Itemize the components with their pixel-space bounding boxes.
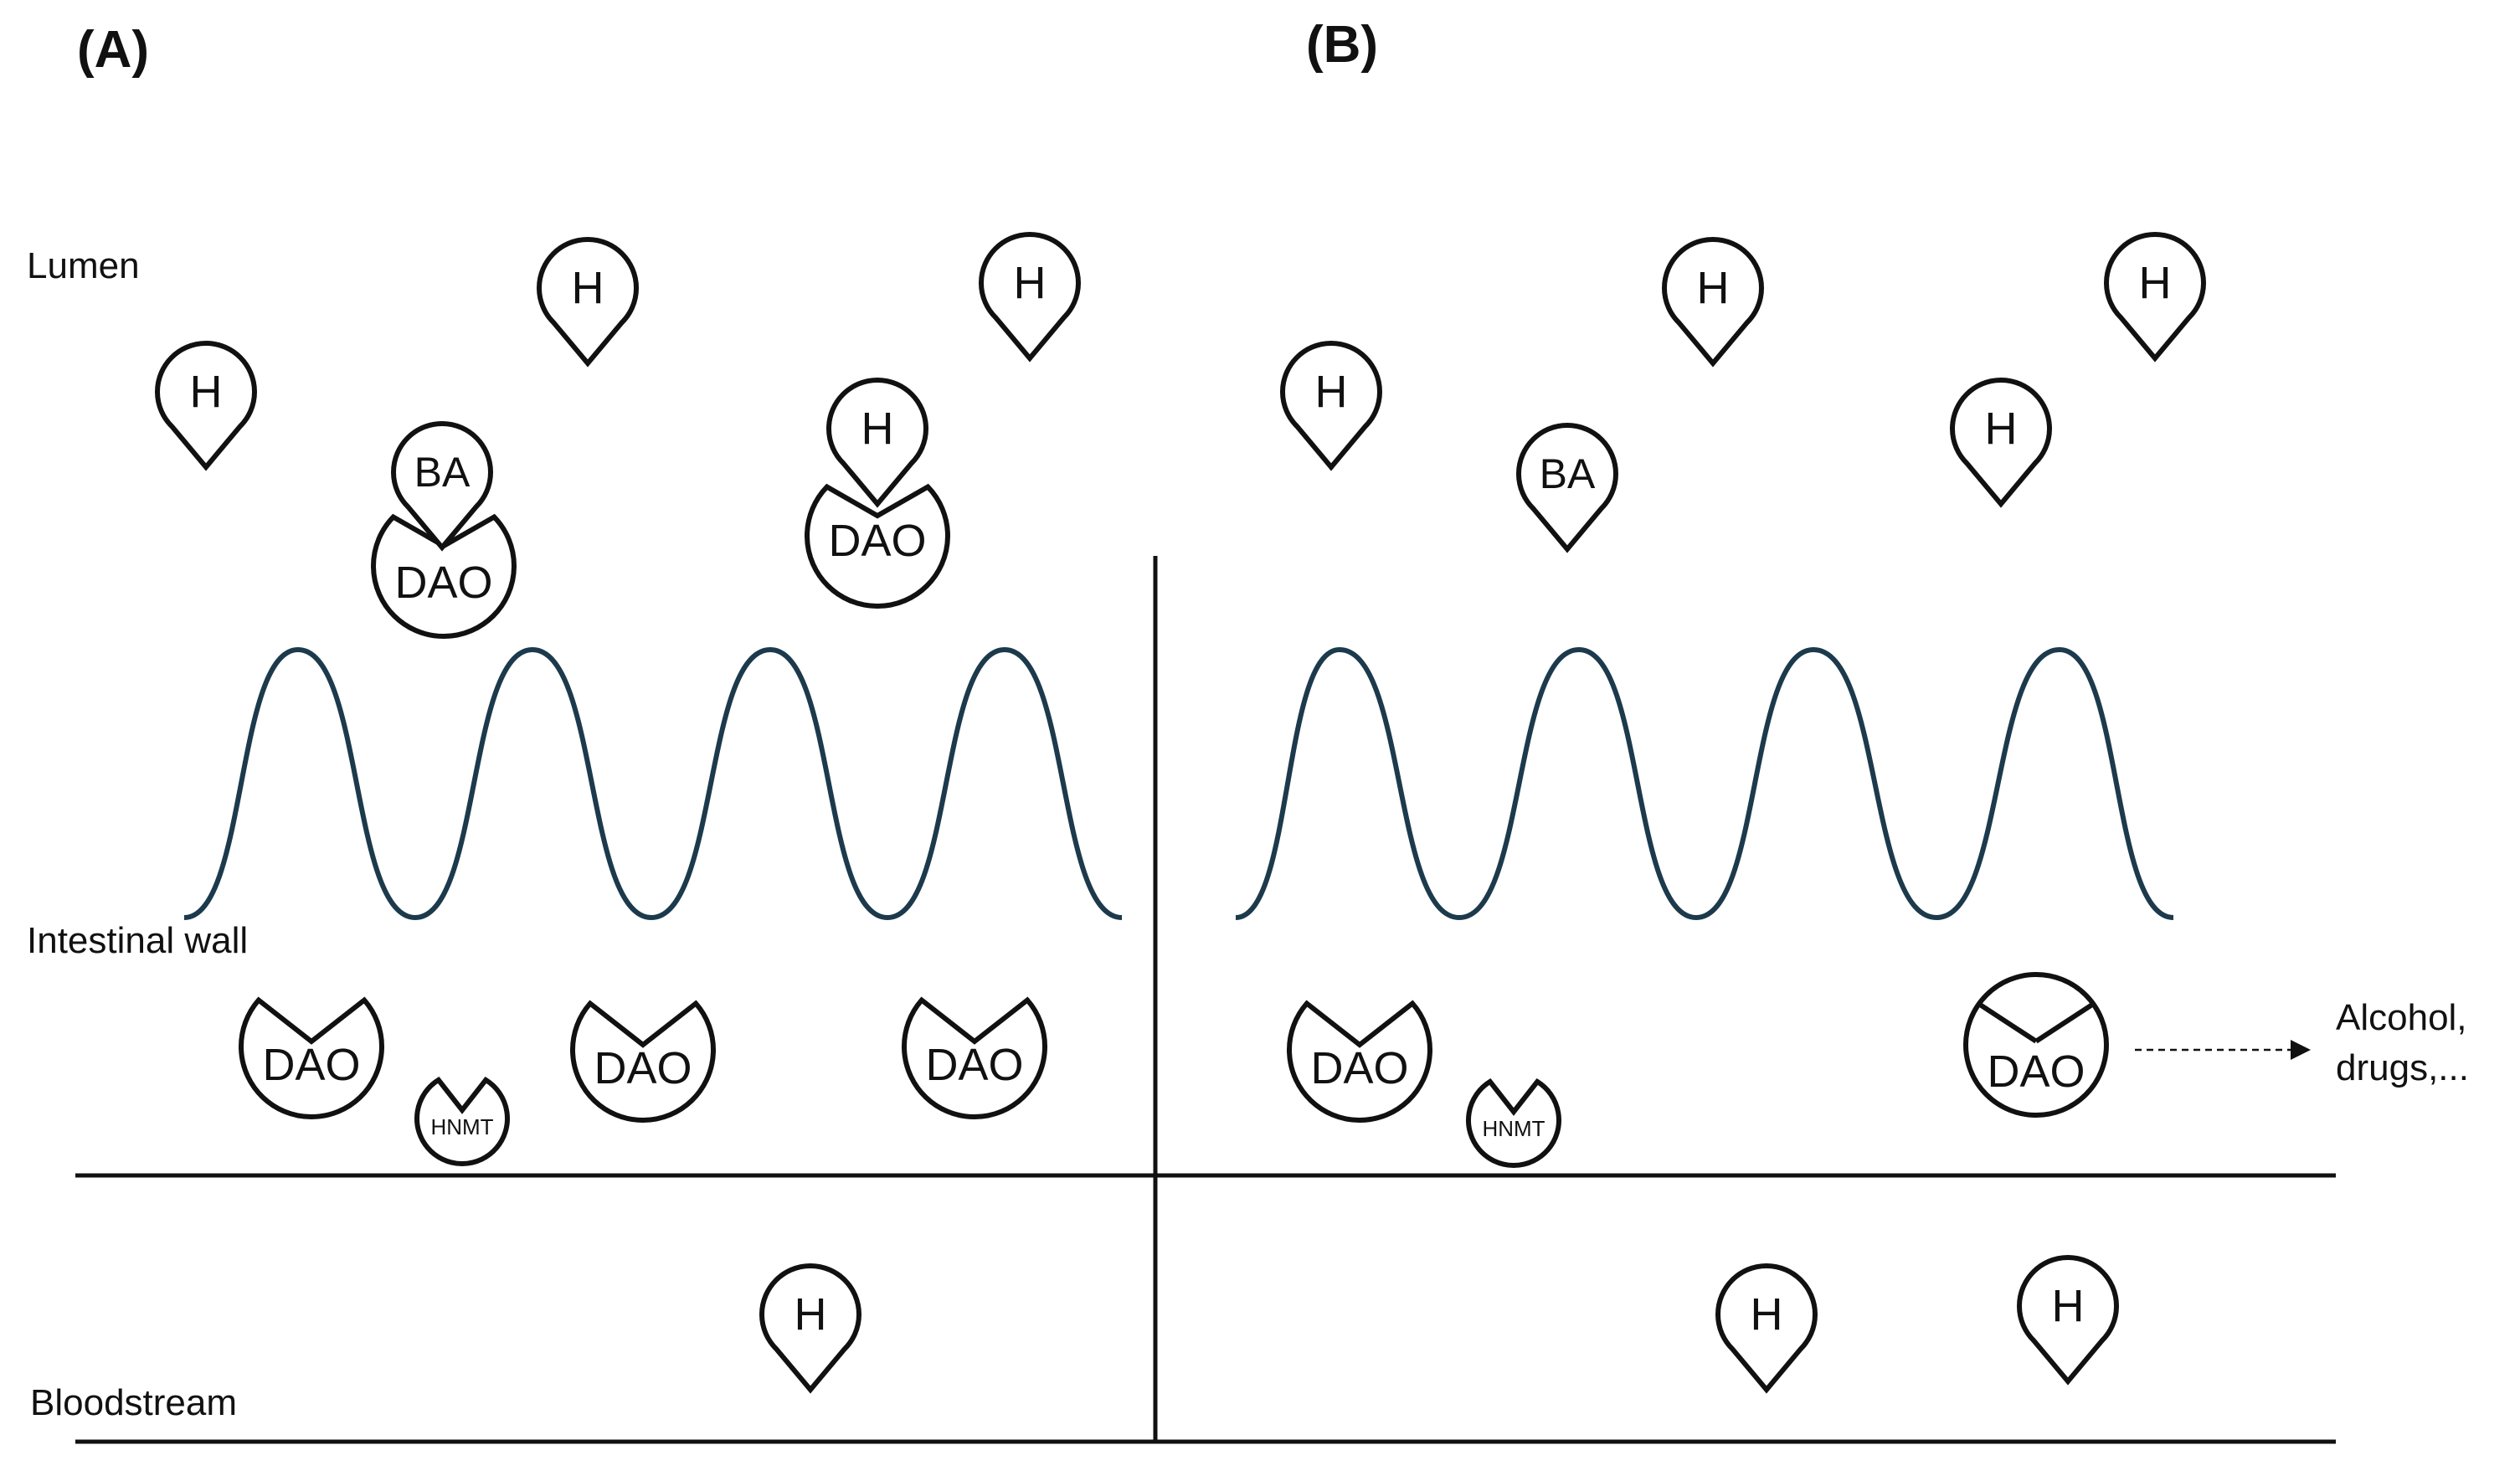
histamine-blood-b-2: H (2017, 1255, 2119, 1386)
histamine-a-2-label: H (572, 263, 604, 313)
panel-a-label: (A) (77, 21, 149, 79)
hnmt-a-label: HNMT (430, 1114, 493, 1139)
dao-wall-a-1-label: DAO (262, 1040, 360, 1090)
histamine-b-4: H (1950, 378, 2052, 508)
dao-wall-a-2-label: DAO (594, 1043, 692, 1093)
hnmt-b-label: HNMT (1482, 1116, 1545, 1141)
histamine-blood-a-label: H (795, 1289, 827, 1340)
histamine-a-3-label: H (1014, 258, 1047, 308)
dao-wall-a-3: DAO (902, 996, 1047, 1119)
inhibitor-note-line1: Alcohol, (2336, 997, 2467, 1038)
histamine-b-2-label: H (1697, 263, 1730, 313)
hnmt-a: HNMT (414, 1076, 510, 1166)
histamine-b-3-label: H (2139, 258, 2172, 308)
histamine-a-2: H (537, 237, 639, 368)
histamine-blood-b-1: H (1715, 1263, 1818, 1394)
dao-bound-ba-a: DAO (371, 513, 517, 639)
molecule-layer: H H H DAO BA DAO H DAO DAO DAO HNMT H H H H H BA DAO HNMT D… (155, 232, 2206, 1394)
dao-wall-a-3-label: DAO (925, 1040, 1023, 1090)
dao-inhibited-b-label: DAO (1987, 1047, 2085, 1097)
histamine-blood-b-2-label: H (2052, 1281, 2085, 1331)
dao-bound-h-a: DAO (805, 483, 950, 609)
histamine-bound-a-label: H (861, 404, 894, 454)
ba-free-b-label: BA (1540, 450, 1596, 497)
intestinal-wall-label: Intestinal wall (27, 920, 248, 961)
dao-wall-a-1: DAO (239, 996, 384, 1119)
histamine-blood-b-1-label: H (1751, 1289, 1783, 1340)
dao-inhibited-b: DAO (1963, 972, 2109, 1118)
inhibition-arrowhead (2291, 1040, 2311, 1060)
ba-bound-a: BA (391, 421, 493, 552)
histamine-b-1: H (1280, 341, 1382, 471)
ba-free-b: BA (1516, 423, 1618, 553)
dao-wall-b-1: DAO (1287, 1000, 1432, 1123)
histamine-b-1-label: H (1315, 367, 1348, 417)
histamine-a-1: H (155, 341, 257, 471)
inhibitor-note-line2: drugs,... (2336, 1047, 2469, 1088)
histamine-blood-a: H (759, 1263, 861, 1394)
dao-bound-ba-a-label: DAO (394, 558, 492, 608)
histamine-a-1-label: H (190, 367, 223, 417)
panel-b-label: (B) (1306, 16, 1378, 74)
histamine-a-3: H (979, 232, 1081, 363)
bloodstream-label: Bloodstream (30, 1382, 237, 1423)
lumen-label: Lumen (27, 245, 140, 286)
villi-wave-panel-a (183, 646, 1123, 921)
histamine-b-4-label: H (1985, 404, 2018, 454)
histamine-b-2: H (1662, 237, 1764, 368)
villi-wave-panel-b (1235, 646, 2174, 921)
dao-wall-b-1-label: DAO (1310, 1043, 1408, 1093)
dao-wall-a-2: DAO (570, 1000, 716, 1123)
histamine-bound-a: H (826, 378, 928, 508)
dao-bound-h-a-label: DAO (828, 516, 926, 566)
histamine-b-3: H (2104, 232, 2206, 363)
ba-bound-a-label: BA (414, 449, 471, 496)
hnmt-b: HNMT (1466, 1077, 1561, 1168)
